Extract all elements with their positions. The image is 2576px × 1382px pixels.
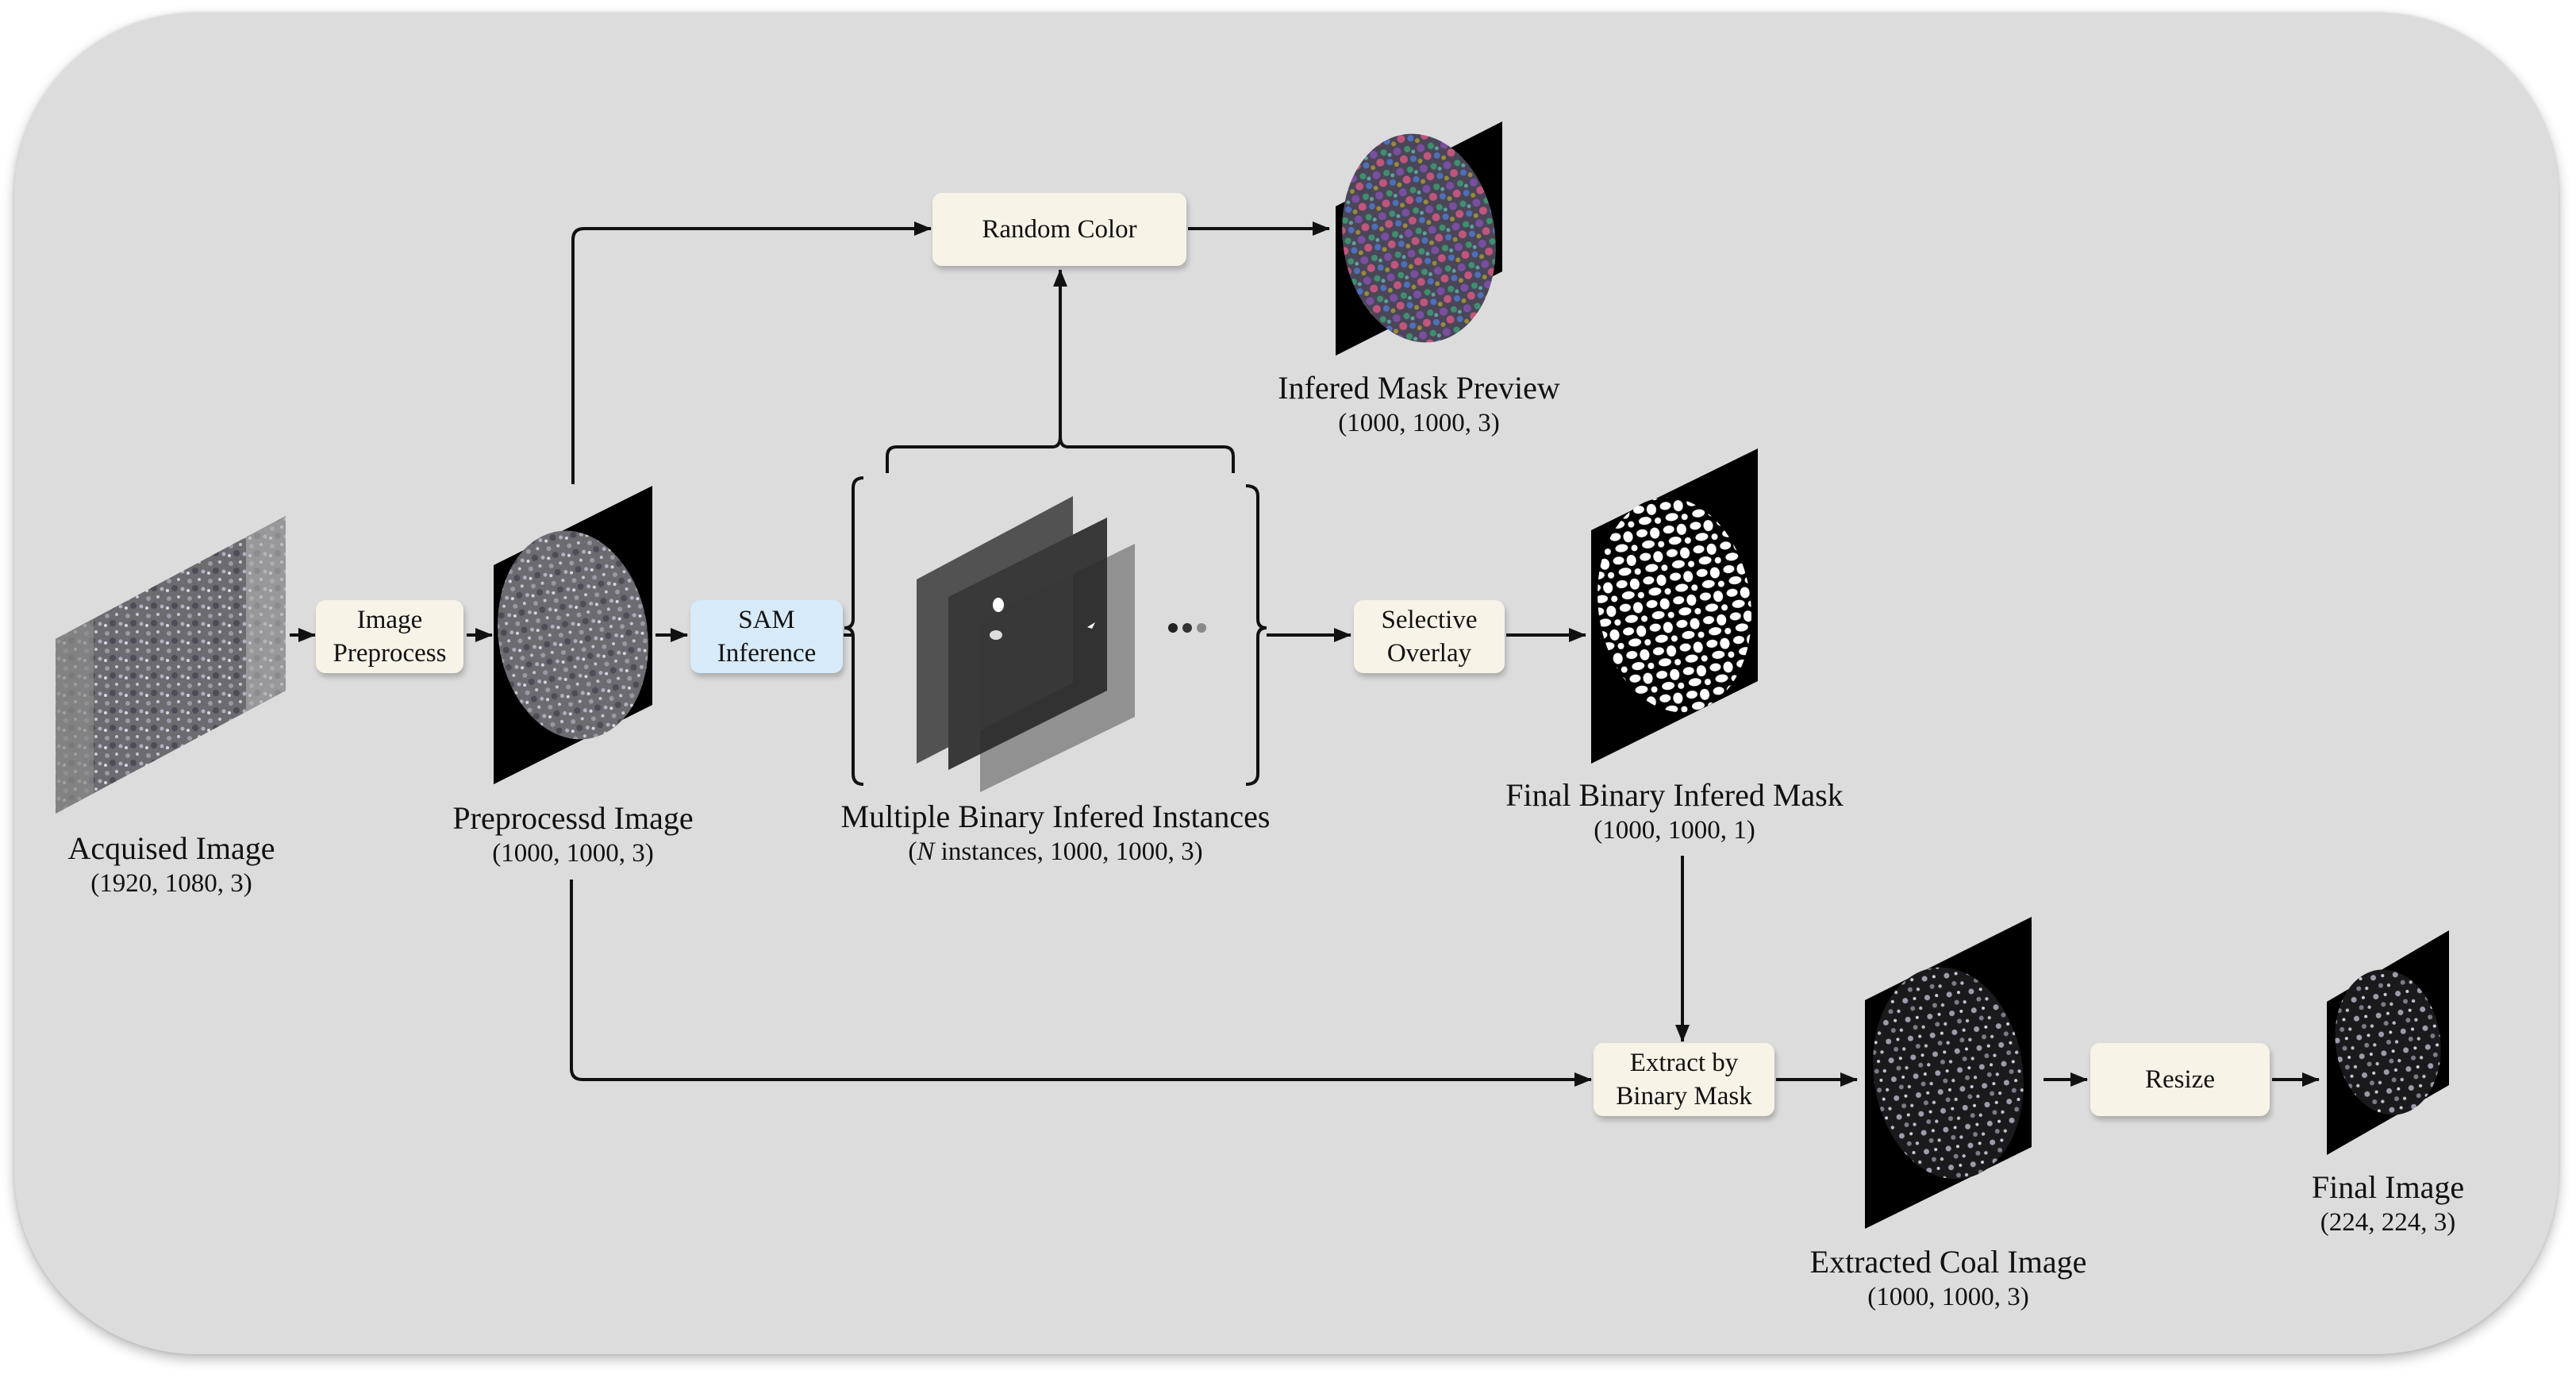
acquised-image-shape: (1920, 1080, 3) [90, 869, 252, 898]
final-binary-mask-title: Final Binary Infered Mask [1505, 777, 1844, 813]
final-image-label: Final Image (224, 224, 3) [2312, 1168, 2464, 1238]
diagram-panel [14, 13, 2559, 1354]
final-binary-mask-shape: (1000, 1000, 1) [1594, 816, 1755, 845]
mask-preview-shape: (1000, 1000, 3) [1338, 409, 1500, 437]
instances-label: Multiple Binary Infered Instances (N ins… [841, 798, 1271, 868]
mask-preview-title: Infered Mask Preview [1278, 370, 1560, 406]
ellipsis-dot [1197, 623, 1206, 633]
final-image-shape: (224, 224, 3) [2320, 1208, 2456, 1237]
resize-box: Resize [2090, 1043, 2270, 1116]
extracted-coal-label: Extracted Coal Image (1000, 1000, 3) [1810, 1243, 2087, 1313]
extracted-coal-thumbnail [1865, 917, 2032, 1229]
arrow [571, 221, 932, 484]
preprocessed-image-shape: (1000, 1000, 3) [492, 839, 654, 868]
ellipsis-dot [1182, 623, 1192, 633]
instances-shape: (N instances, 1000, 1000, 3) [908, 837, 1203, 866]
preprocessed-image-thumbnail [494, 486, 652, 784]
sam-inference-box: SAM Inference [690, 600, 843, 673]
acquised-image-thumbnail [56, 516, 286, 814]
right-bracket [1245, 484, 1267, 786]
final-binary-mask-thumbnail [1591, 448, 1758, 764]
arrow [570, 880, 1592, 1087]
binary-instance-stack [917, 496, 1135, 792]
ellipsis-dot [1168, 623, 1178, 633]
mask-preview-label: Infered Mask Preview (1000, 1000, 3) [1278, 369, 1559, 439]
left-bracket [844, 476, 864, 786]
final-binary-mask-label: Final Binary Infered Mask (1000, 1000, 1… [1505, 776, 1843, 846]
acquised-image-title: Acquised Image [67, 830, 275, 866]
final-image-title: Final Image [2311, 1169, 2465, 1205]
preprocessed-image-title: Preprocessd Image [452, 800, 694, 836]
preprocessed-image-label: Preprocessd Image (1000, 1000, 3) [452, 799, 693, 869]
random-color-box: Random Color [932, 193, 1186, 266]
extracted-coal-title: Extracted Coal Image [1809, 1244, 2087, 1280]
image-preprocess-box: Image Preprocess [316, 600, 463, 673]
top-brace [886, 436, 1235, 473]
instances-title: Multiple Binary Infered Instances [840, 799, 1271, 834]
extract-by-binary-mask-box: Extract by Binary Mask [1594, 1043, 1774, 1116]
acquised-image-label: Acquised Image (1920, 1080, 3) [67, 830, 275, 899]
final-image-thumbnail [2327, 930, 2449, 1155]
selective-overlay-box: Selective Overlay [1354, 600, 1505, 673]
mask-preview-thumbnail [1336, 121, 1502, 356]
extracted-coal-shape: (1000, 1000, 3) [1867, 1283, 2029, 1311]
